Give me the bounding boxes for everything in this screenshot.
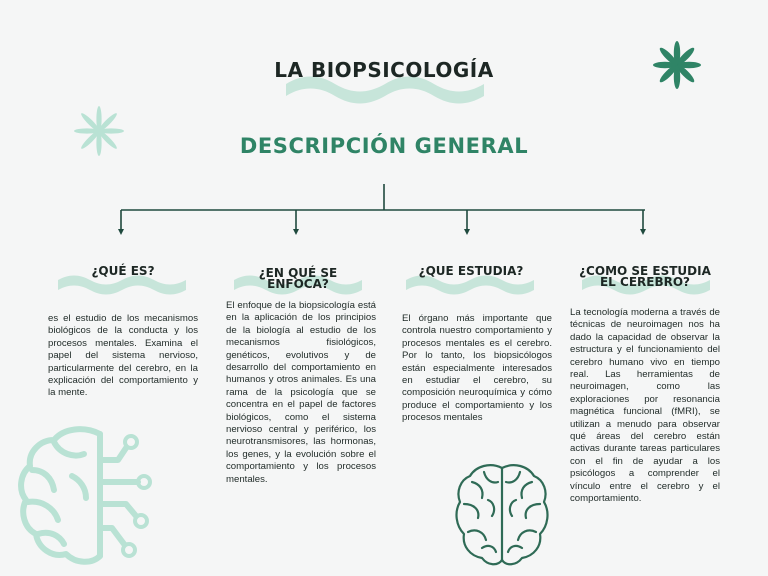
star-icon	[653, 41, 701, 89]
brain-circuit-icon	[18, 426, 152, 565]
section-subtitle: DESCRIPCIÓN GENERAL	[239, 134, 529, 158]
title-wave	[286, 76, 484, 104]
column-text-que-es: es el estudio de los mecanismos biológic…	[48, 313, 198, 399]
heading-wave-2	[234, 275, 362, 295]
sparkle-icon	[74, 106, 124, 156]
brain-icon	[455, 464, 549, 566]
column-heading-enfoque: ¿EN QUÉ SE ENFOCA?	[258, 266, 338, 291]
column-heading-como: ¿COMO SE ESTUDIA EL CEREBRO?	[579, 264, 711, 289]
column-text-como: La tecnología moderna a través de técnic…	[570, 307, 720, 505]
column-text-estudia: El órgano más importante que controla nu…	[402, 313, 552, 424]
page-title: LA BIOPSICOLOGÍA	[274, 58, 494, 82]
heading-wave-3	[406, 275, 534, 295]
column-heading-estudia: ¿QUE ESTUDIA?	[418, 264, 524, 278]
column-text-enfoque: El enfoque de la biopsicología está en l…	[226, 300, 376, 485]
column-heading-que-es: ¿QUÉ ES?	[91, 264, 155, 278]
heading-wave-1	[58, 275, 186, 295]
heading-wave-4	[582, 275, 710, 295]
connector-tree	[118, 184, 646, 235]
